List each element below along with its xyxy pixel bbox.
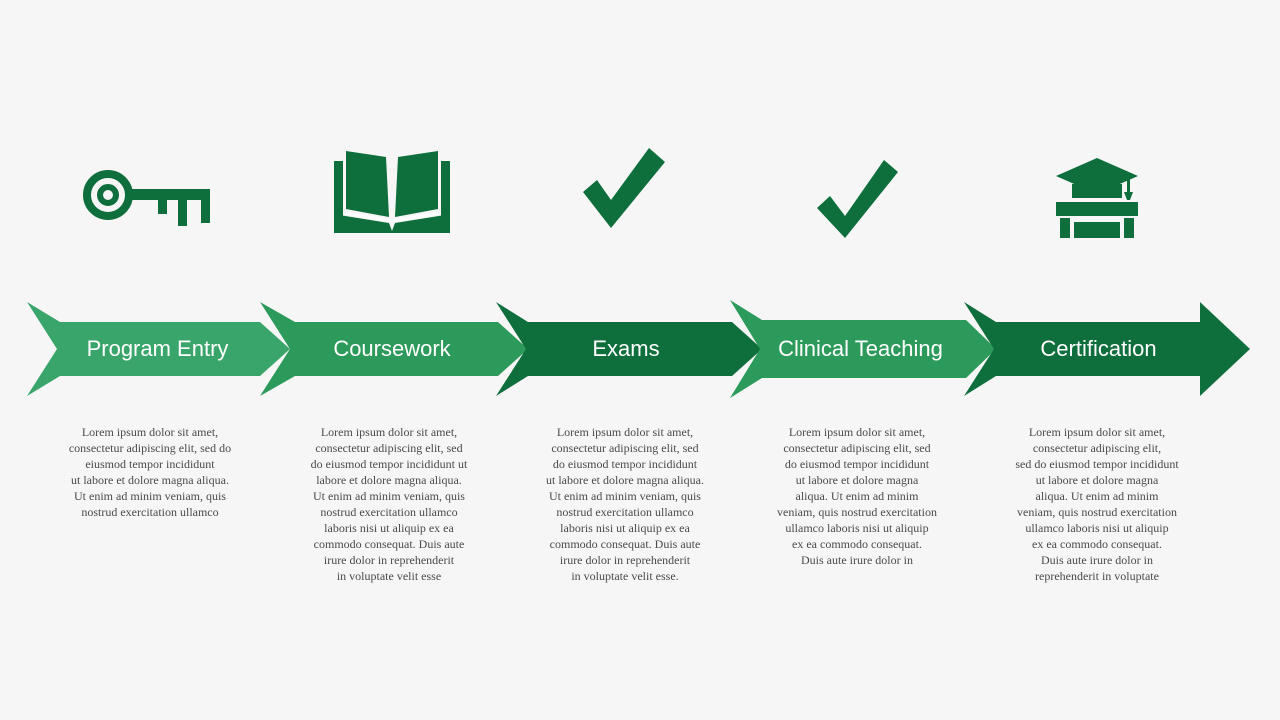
key-icon bbox=[83, 170, 210, 226]
description-line: Lorem ipsum dolor sit amet, bbox=[788, 425, 926, 439]
arrow-segment-5 bbox=[964, 302, 1250, 396]
description-line: eiusmod tempor incididunt bbox=[85, 457, 215, 471]
description-line: reprehenderit in voluptate bbox=[1035, 569, 1159, 583]
description-line: consectetur adipiscing elit, sed bbox=[551, 441, 699, 455]
arrow-segment-2 bbox=[260, 302, 528, 396]
description-line: commodo consequat. Duis aute bbox=[313, 537, 465, 551]
description-line: ex ea commodo consequat. bbox=[792, 537, 922, 551]
arrow-segment-4 bbox=[730, 300, 996, 398]
stage-description-certification: Lorem ipsum dolor sit amet, consectetur … bbox=[997, 424, 1197, 584]
description-line: consectetur adipiscing elit, sed bbox=[315, 441, 463, 455]
description-line: labore et dolore magna aliqua. bbox=[316, 473, 462, 487]
stage-description-coursework: Lorem ipsum dolor sit amet, consectetur … bbox=[289, 424, 489, 584]
description-line: ut labore et dolore magna aliqua. bbox=[71, 473, 229, 487]
graduation-cap-icon bbox=[1056, 158, 1138, 238]
stage-label-program-entry: Program Entry bbox=[86, 336, 229, 361]
checkmark-icon bbox=[583, 148, 665, 228]
description-line: Lorem ipsum dolor sit amet, bbox=[1028, 425, 1166, 439]
description-line: Duis aute irure dolor in bbox=[1041, 553, 1153, 567]
description-line: laboris nisi ut aliquip ex ea bbox=[560, 521, 690, 535]
description-line: aliqua. Ut enim ad minim bbox=[1035, 489, 1159, 503]
description-line: ex ea commodo consequat. bbox=[1032, 537, 1162, 551]
description-line: consectetur adipiscing elit, bbox=[1032, 441, 1162, 455]
stage-description-exams: Lorem ipsum dolor sit amet, consectetur … bbox=[525, 424, 725, 584]
stage-label-exams: Exams bbox=[592, 336, 660, 361]
description-line: Ut enim ad minim veniam, quis bbox=[549, 489, 701, 503]
description-line: do eiusmod tempor incididunt ut bbox=[310, 457, 468, 471]
open-book-icon bbox=[334, 151, 450, 233]
description-line: ullamco laboris nisi ut aliquip bbox=[785, 521, 929, 535]
description-line: ut labore et dolore magna bbox=[795, 473, 919, 487]
description-line: irure dolor in reprehenderit bbox=[559, 553, 691, 567]
description-line: Lorem ipsum dolor sit amet, bbox=[556, 425, 694, 439]
description-line: consectetur adipiscing elit, sed bbox=[783, 441, 931, 455]
description-line: in voluptate velit esse bbox=[336, 569, 442, 583]
description-line: Lorem ipsum dolor sit amet, bbox=[320, 425, 458, 439]
description-line: Lorem ipsum dolor sit amet, bbox=[81, 425, 219, 439]
description-line: consectetur adipiscing elit, sed do bbox=[68, 441, 232, 455]
description-line: commodo consequat. Duis aute bbox=[549, 537, 701, 551]
description-line: irure dolor in reprehenderit bbox=[323, 553, 455, 567]
description-line: veniam, quis nostrud exercitation bbox=[777, 505, 937, 519]
description-line: nostrud exercitation ullamco bbox=[81, 505, 219, 519]
description-line: nostrud exercitation ullamco bbox=[556, 505, 694, 519]
stage-description-clinical-teaching: Lorem ipsum dolor sit amet, consectetur … bbox=[757, 424, 957, 568]
description-line: do eiusmod tempor incididunt bbox=[784, 457, 930, 471]
description-line: ut labore et dolore magna aliqua. bbox=[546, 473, 704, 487]
checkmark-icon bbox=[817, 160, 898, 238]
description-line: veniam, quis nostrud exercitation bbox=[1017, 505, 1177, 519]
arrow-segment-3 bbox=[496, 302, 762, 396]
description-line: sed do eiusmod tempor incididunt bbox=[1015, 457, 1179, 471]
description-line: in voluptate velit esse. bbox=[571, 569, 679, 583]
description-line: laboris nisi ut aliquip ex ea bbox=[324, 521, 454, 535]
description-line: Ut enim ad minim veniam, quis bbox=[74, 489, 226, 503]
description-line: ullamco laboris nisi ut aliquip bbox=[1025, 521, 1169, 535]
description-line: ut labore et dolore magna bbox=[1035, 473, 1159, 487]
arrow-segment-1 bbox=[27, 302, 290, 396]
stage-label-clinical-teaching: Clinical Teaching bbox=[778, 336, 943, 361]
description-line: aliqua. Ut enim ad minim bbox=[795, 489, 919, 503]
description-line: do eiusmod tempor incididunt bbox=[552, 457, 698, 471]
description-line: Duis aute irure dolor in bbox=[801, 553, 913, 567]
description-line: Ut enim ad minim veniam, quis bbox=[313, 489, 465, 503]
stage-label-certification: Certification bbox=[1040, 336, 1157, 361]
stage-label-coursework: Coursework bbox=[333, 336, 451, 361]
stage-description-program-entry: Lorem ipsum dolor sit amet, consectetur … bbox=[50, 424, 250, 520]
description-line: nostrud exercitation ullamco bbox=[320, 505, 458, 519]
